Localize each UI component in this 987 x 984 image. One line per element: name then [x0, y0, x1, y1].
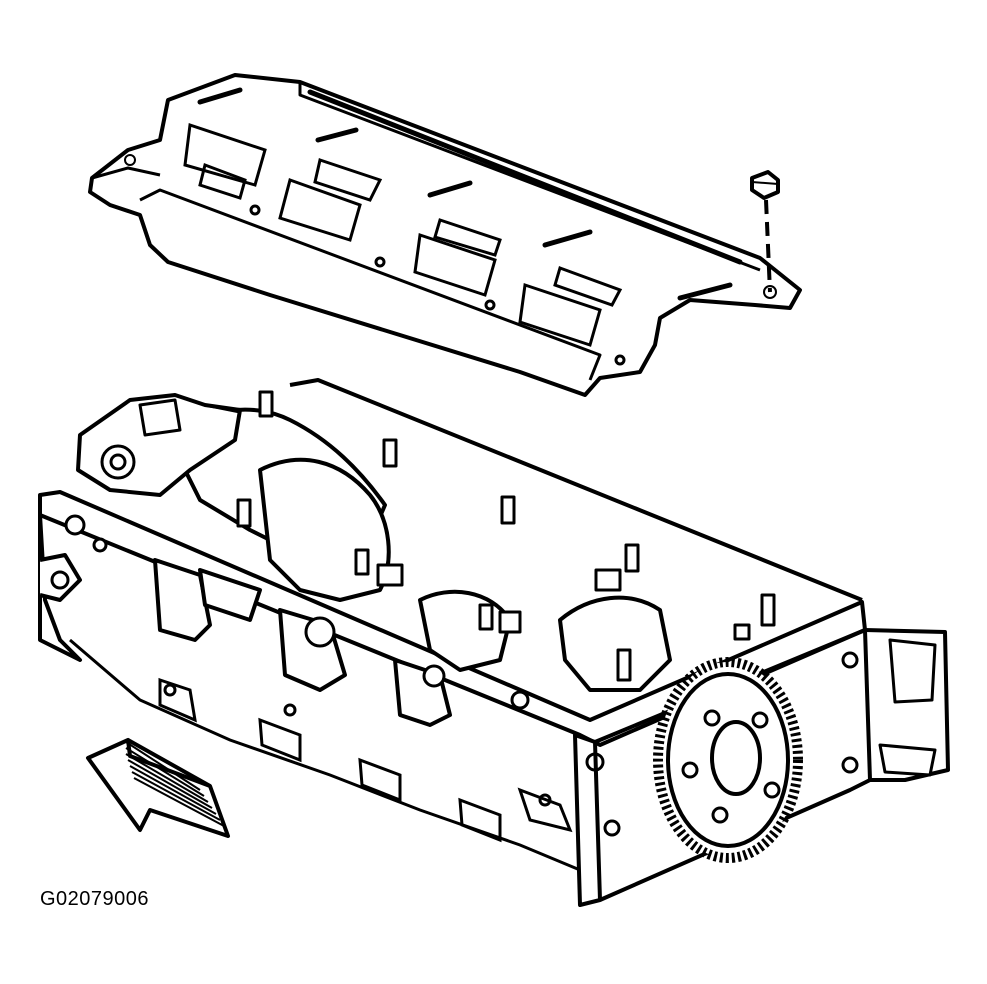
flex-plate [653, 657, 803, 863]
injector-studs [236, 390, 776, 682]
engine-block [38, 378, 950, 907]
block-lower-details [69, 638, 621, 872]
bolt-leader-line [764, 199, 772, 293]
cover-ribs [197, 87, 743, 301]
bolt-icon [750, 170, 780, 200]
figure-id-label: G02079006 [40, 888, 150, 910]
cover-pockets [183, 122, 626, 366]
throttle-assembly [76, 393, 242, 497]
valley-cover [88, 73, 802, 397]
front-direction-arrow-icon [86, 738, 230, 838]
manifold-ports [64, 514, 530, 727]
